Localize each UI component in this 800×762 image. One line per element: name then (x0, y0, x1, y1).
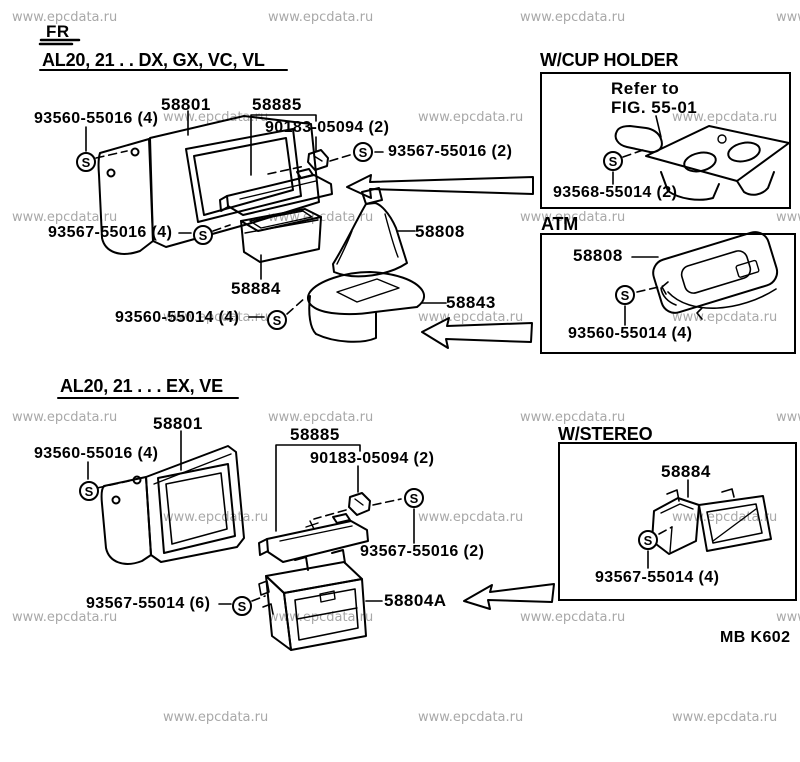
screw-symbol: S (404, 488, 424, 508)
watermark: www.epcdata.ru (268, 610, 374, 625)
fastener-label-93567-55016-4-dx: 93567-55016 (4) (48, 224, 173, 241)
part-label-58884-stereo: 58884 (661, 462, 711, 481)
watermark: www.epcdata.ru (12, 210, 118, 225)
watermark: www.epcdata.ru (12, 10, 118, 25)
screw-symbol: S (79, 481, 99, 501)
fr-underline (38, 38, 81, 46)
part-label-58885-dx: 58885 (252, 95, 302, 114)
screw-symbol: S (615, 285, 635, 305)
watermark: www.epcdata.ru (672, 110, 778, 125)
section-title-dx: AL20, 21 . . DX, GX, VC, VL (42, 50, 265, 70)
watermark: www.epcdata.ru (776, 10, 800, 25)
atm-shift-panel-drawing (652, 231, 779, 320)
watermark: www.epcdata.ru (268, 10, 374, 25)
console-panel-58801-ex-drawing (100, 445, 245, 565)
watermark: www.epcdata.ru (418, 110, 524, 125)
screw-symbol: S (267, 310, 287, 330)
fastener-label-93567-55016-2-dx: 93567-55016 (2) (388, 143, 513, 160)
atm-inset-box (540, 233, 796, 354)
fastener-label-93560-55016-ex: 93560-55016 (4) (34, 445, 159, 462)
figure-code: MB K602 (720, 629, 791, 646)
watermark: www.epcdata.ru (163, 110, 269, 125)
section-title-underlines (39, 69, 288, 399)
part-label-58843: 58843 (446, 293, 496, 312)
fastener-label-93567-55014-6: 93567-55014 (6) (86, 595, 211, 612)
fr-direction-marker: FR (46, 22, 70, 41)
box-58804a-drawing (258, 549, 367, 651)
cup-holder-note-line1: Refer to (611, 79, 680, 98)
watermark: www.epcdata.ru (672, 710, 778, 725)
screw-symbol: S (76, 152, 96, 172)
direction-arrow-middle (421, 317, 533, 349)
screw-symbol: S (353, 142, 373, 162)
watermark: www.epcdata.ru (268, 410, 374, 425)
fastener-label-93568-55014: 93568-55014 (2) (553, 184, 678, 201)
part-label-58801-ex: 58801 (153, 414, 203, 433)
cup-holder-drawing (614, 125, 790, 201)
inset-title-cup-holder: W/CUP HOLDER (540, 50, 679, 70)
part-label-58884-dx: 58884 (231, 279, 281, 298)
screw-symbol: S (638, 530, 658, 550)
watermark: www.epcdata.ru (520, 10, 626, 25)
shift-boot-58808-drawing (332, 187, 408, 278)
watermark: www.epcdata.ru (520, 210, 626, 225)
watermark: www.epcdata.ru (163, 310, 269, 325)
screw-symbol: S (603, 151, 623, 171)
watermark: www.epcdata.ru (418, 510, 524, 525)
watermark: www.epcdata.ru (776, 210, 800, 225)
leader-lines (85, 110, 689, 605)
cup-holder-inset-box (540, 72, 791, 209)
part-label-58808-dx: 58808 (415, 222, 465, 241)
stereo-opening-58884-drawing (651, 488, 772, 555)
direction-arrow-top (346, 174, 534, 199)
watermark: www.epcdata.ru (520, 610, 626, 625)
section-title-ex: AL20, 21 . . . EX, VE (60, 376, 223, 396)
part-label-58808-atm: 58808 (573, 246, 623, 265)
fastener-label-93560-55016-dx: 93560-55016 (4) (34, 110, 159, 127)
watermark: www.epcdata.ru (776, 610, 800, 625)
screw-symbol: S (193, 225, 213, 245)
fastener-label-93560-55014-dx: 93560-55014 (4) (115, 309, 240, 326)
watermark: www.epcdata.ru (12, 610, 118, 625)
screw-dashed-lines (95, 149, 673, 602)
watermark: www.epcdata.ru (776, 410, 800, 425)
cup-holder-note-line2: FIG. 55-01 (611, 98, 698, 117)
part-label-58804a: 58804A (384, 591, 447, 610)
fastener-label-93560-55014-atm: 93560-55014 (4) (568, 325, 693, 342)
inset-title-stereo: W/STEREO (558, 424, 653, 444)
direction-arrow-bottom (463, 583, 555, 610)
stereo-inset-box (558, 442, 797, 601)
fastener-label-93567-55016-2-ex: 93567-55016 (2) (360, 543, 485, 560)
tray-58885-dx-drawing (219, 168, 333, 216)
fastener-label-90183-05094-dx: 90183-05094 (2) (265, 119, 390, 136)
inset-title-atm: ATM (541, 214, 579, 234)
watermark: www.epcdata.ru (12, 410, 118, 425)
clip-90183-ex-drawing (348, 492, 371, 516)
console-cover-58843-drawing (306, 271, 426, 343)
part-label-58801-dx: 58801 (161, 95, 211, 114)
screw-symbol: S (232, 596, 252, 616)
fastener-label-93567-55014-stereo: 93567-55014 (4) (595, 569, 720, 586)
watermark: www.epcdata.ru (418, 710, 524, 725)
tray-58885-ex-drawing (258, 513, 369, 563)
part-label-58885-ex: 58885 (290, 425, 340, 444)
clip-90183-dx-drawing (307, 149, 329, 171)
watermark: www.epcdata.ru (520, 410, 626, 425)
watermark: www.epcdata.ru (163, 710, 269, 725)
ashtray-58884-dx-drawing (240, 208, 322, 263)
fastener-label-90183-05094-ex: 90183-05094 (2) (310, 450, 435, 467)
